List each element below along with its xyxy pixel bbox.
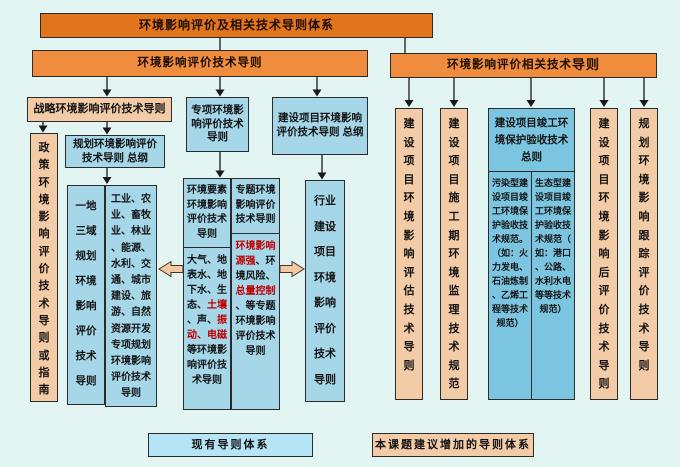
- thematic-eia-column: 专题环境影响评价技术导则 环境影响源强、环境风险、总量控制、等专题环境影响评价技…: [231, 178, 280, 410]
- thematic-eia-body: 环境影响源强、环境风险、总量控制、等专题环境影响评价技术导则: [232, 234, 279, 410]
- tracking-label: 规划环境影响跟踪评价技术导则: [638, 118, 650, 372]
- thematic-seg-1: 、环境风险、: [235, 255, 276, 282]
- related-guidelines-label-bold: 导则: [571, 57, 600, 73]
- root-title: 环境影响评价及相关技术导则体系: [138, 17, 334, 32]
- acceptance-ecological-label: 生态型建设项目竣工环境保护验收技术规范（如：港口、公路、水利水电等等技术规范）: [534, 178, 571, 314]
- element-seg-3: 振动、电磁: [187, 315, 227, 341]
- acceptance-header-label: 建设项目竣工环境保护验收技术总则: [494, 117, 569, 163]
- post-evaluation-label: 建设项目环境影响后评价技术导则: [598, 118, 610, 391]
- thematic-seg-3: 、等专题环境影响评价技术导则: [235, 300, 276, 357]
- acceptance-subrow: 污染型建设项目竣工环境保护验收技术规范。（如：火力发电、石油炼制、乙烯工程等技术…: [489, 172, 574, 399]
- post-evaluation-column: 建设项目环境影响后评价技术导则: [590, 108, 618, 400]
- acceptance-pollution-sub: 污染型建设项目竣工环境保护验收技术规范。（如：火力发电、石油炼制、乙烯工程等技术…: [489, 172, 532, 399]
- industry-planning-label: 工业、农业、畜牧业、林业、能源、水利、交通、城市建设、旅游、自然资源开发专项规划…: [111, 194, 151, 400]
- regional-planning-label: 一地三域规划环境影响评价技术导则: [75, 200, 97, 387]
- policy-eia-label: 政策环境影响评价技术导则或指南: [38, 142, 50, 397]
- element-seg-2: 、声、: [187, 315, 217, 326]
- root-title-box: 环境影响评价及相关技术导则体系: [40, 13, 433, 38]
- strategic-eia-label: 战略环境影响评价技术导则: [33, 103, 166, 116]
- construction-eia-master-box: 建设项目环境影响评价技术导则 总纲: [272, 97, 368, 155]
- special-eia-label: 专项环境影响评价技术导则: [191, 104, 244, 144]
- element-eia-body: 大气、地表水、地下水、生态、土壤、声、振动、电磁等环境影响评价技术导则: [184, 248, 230, 409]
- acceptance-pollution-label: 污染型建设项目竣工环境保护验收技术规范。（如：火力发电、石油炼制、乙烯工程等技术…: [491, 178, 528, 328]
- eia-guidelines-label: 环境影响评价技术导则: [137, 57, 263, 70]
- assessment-column: 建设项目环境影响评估技术导则: [395, 108, 423, 400]
- strategic-eia-box: 战略环境影响评价技术导则: [27, 97, 172, 122]
- element-eia-column: 环境要素环境影响评价技术导则 大气、地表水、地下水、生态、土壤、声、振动、电磁等…: [183, 178, 231, 410]
- element-seg-4: 等环境影响评价技术导则: [187, 345, 227, 386]
- construction-eia-master-label: 建设项目环境影响评价技术导则 总纲: [276, 112, 364, 138]
- thematic-eia-header: 专题环境影响评价技术导则: [232, 179, 279, 234]
- industry-planning-column: 工业、农业、畜牧业、林业、能源、水利、交通、城市建设、旅游、自然资源开发专项规划…: [105, 185, 157, 407]
- supervision-label: 建设项目施工期环境监理技术规范: [448, 118, 460, 391]
- policy-eia-column: 政策环境影响评价技术导则或指南: [30, 133, 58, 402]
- related-guidelines-label: 环境影响评价相关技术: [446, 59, 572, 72]
- thematic-seg-2: 总量控制: [235, 285, 276, 297]
- special-eia-box: 专项环境影响评价技术导则: [186, 97, 249, 152]
- assessment-label: 建设项目环境影响评估技术导则: [403, 118, 415, 372]
- acceptance-header: 建设项目竣工环境保护验收技术总则: [489, 109, 574, 173]
- thematic-seg-0: 环境影响源强: [235, 240, 276, 267]
- element-eia-header: 环境要素环境影响评价技术导则: [184, 179, 230, 248]
- element-eia-header-label: 环境要素环境影响评价技术导则: [187, 185, 227, 240]
- element-seg-0: 大气、地表水、地下水、生态、: [187, 255, 227, 311]
- acceptance-box: 建设项目竣工环境保护验收技术总则 污染型建设项目竣工环境保护验收技术规范。（如：…: [488, 108, 575, 400]
- regional-planning-column: 一地三域规划环境影响评价技术导则: [67, 185, 105, 405]
- acceptance-ecological-sub: 生态型建设项目竣工环境保护验收技术规范（如：港口、公路、水利水电等等技术规范）: [532, 172, 574, 399]
- industry-project-label: 行业建设项目环境影响评价技术导则: [314, 195, 336, 386]
- planning-eia-master-box: 规划环境影响评价技术导则 总纲: [65, 135, 165, 168]
- related-guidelines-header: 环境影响评价相关技术导则: [390, 53, 657, 78]
- legend-existing: 现有导则体系: [148, 433, 313, 457]
- eia-guidelines-header: 环境影响评价技术导则: [32, 50, 368, 77]
- legend-proposed-label: 本课题建议增加的导则体系: [375, 438, 531, 451]
- element-seg-1: 土壤: [207, 300, 227, 311]
- planning-eia-master-label: 规划环境影响评价技术导则 总纲: [73, 137, 157, 164]
- legend-existing-label: 现有导则体系: [191, 438, 270, 451]
- industry-project-column: 行业建设项目环境影响评价技术导则: [305, 180, 345, 402]
- legend-proposed: 本课题建议增加的导则体系: [372, 433, 534, 457]
- tracking-column: 规划环境影响跟踪评价技术导则: [630, 108, 658, 400]
- fat-arrow-left: [158, 260, 184, 278]
- fat-arrow-right: [279, 260, 305, 278]
- supervision-column: 建设项目施工期环境监理技术规范: [440, 108, 468, 400]
- thematic-eia-header-label: 专题环境影响评价技术导则: [235, 185, 276, 225]
